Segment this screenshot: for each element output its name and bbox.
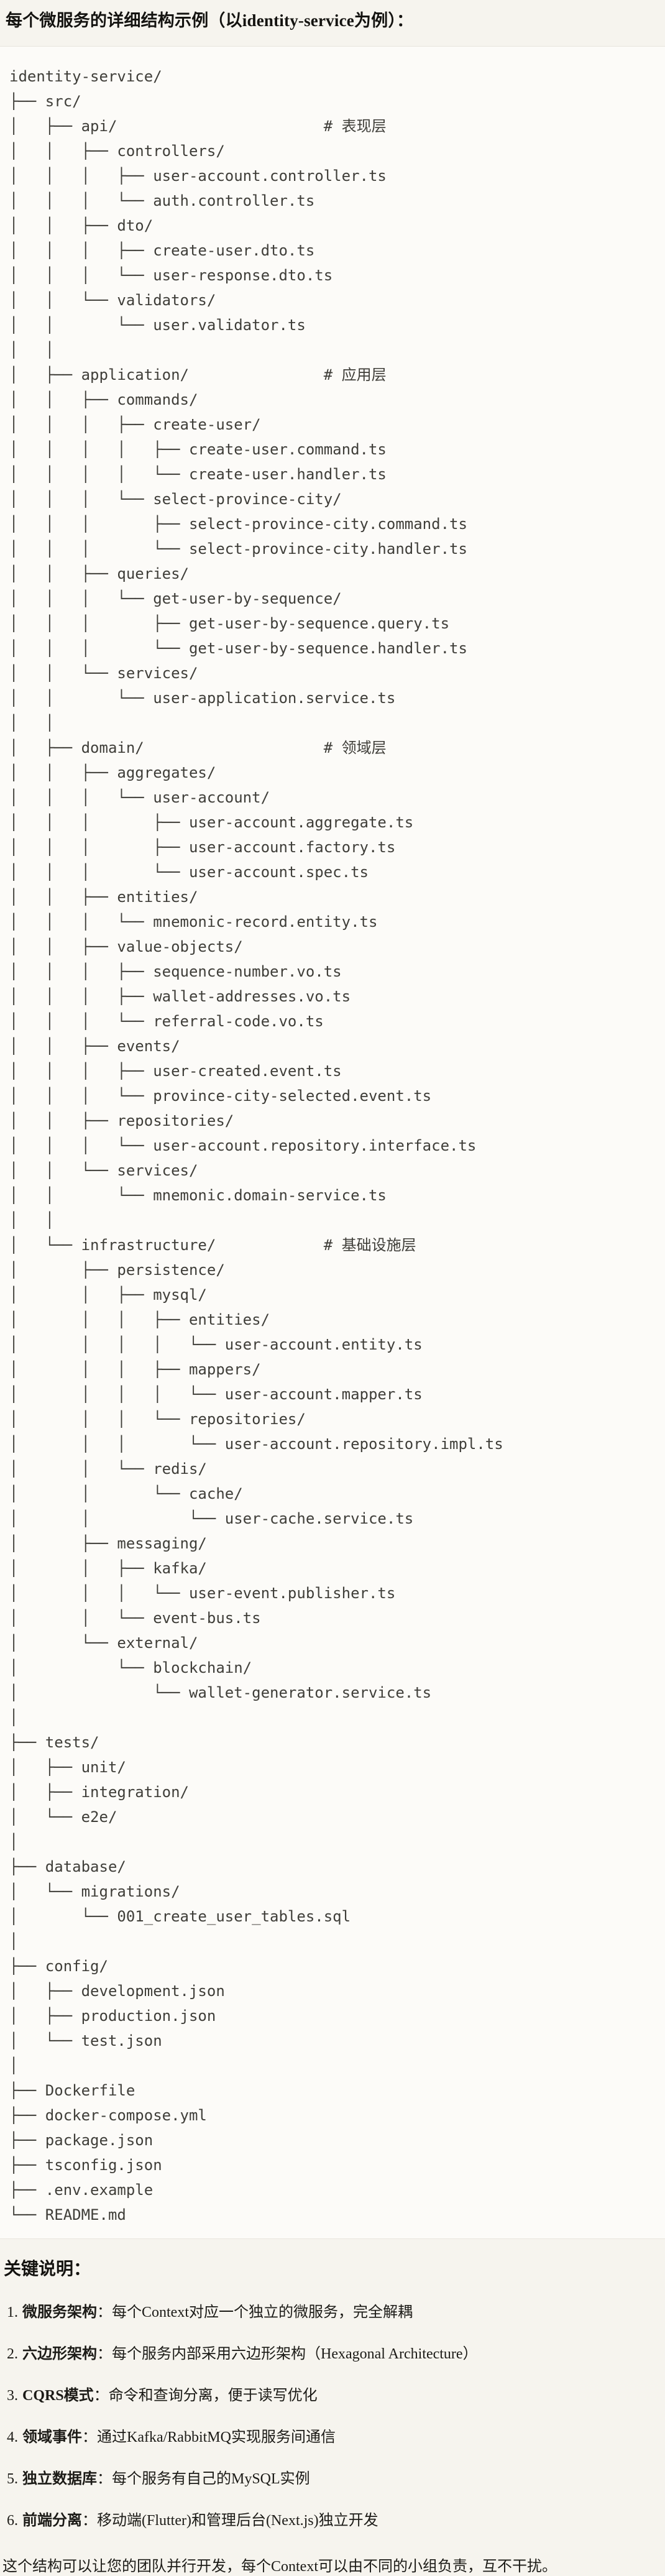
note-label: 前端分离 — [22, 2513, 82, 2529]
note-item: 3.CQRS模式：命令和查询分离，便于读写优化 — [7, 2386, 659, 2405]
note-item: 5.独立数据库：每个服务有自己的MySQL实例 — [7, 2470, 659, 2488]
note-text: 每个Context对应一个独立的微服务，完全解耦 — [112, 2304, 413, 2321]
page-title: 每个微服务的详细结构示例（以identity-service为例）： — [6, 11, 414, 30]
note-label: 微服务架构 — [22, 2304, 97, 2321]
note-separator: ： — [82, 2429, 97, 2446]
note-number: 2. — [7, 2346, 18, 2363]
note-separator: ： — [82, 2513, 97, 2529]
note-separator: ： — [97, 2471, 112, 2488]
note-number: 3. — [7, 2388, 18, 2404]
note-text: 通过Kafka/RabbitMQ实现服务间通信 — [97, 2429, 336, 2446]
note-number: 1. — [7, 2304, 18, 2321]
note-number: 4. — [7, 2429, 18, 2446]
note-label: 领域事件 — [22, 2429, 82, 2446]
note-number: 6. — [7, 2513, 18, 2529]
closing-paragraph: 这个结构可以让您的团队并行开发，每个Context可以由不同的小组负责，互不干扰… — [2, 2559, 557, 2575]
notes-heading: 关键说明： — [4, 2260, 91, 2279]
note-item: 2.六边形架构：每个服务内部采用六边形架构（Hexagonal Architec… — [7, 2345, 659, 2363]
directory-tree: identity-service/ ├── src/ │ ├── api/ # … — [9, 68, 503, 2224]
note-text: 命令和查询分离，便于读写优化 — [108, 2388, 318, 2404]
note-separator: ： — [97, 2346, 112, 2363]
note-item: 6.前端分离：移动端(Flutter)和管理后台(Next.js)独立开发 — [7, 2511, 659, 2530]
note-number: 5. — [7, 2471, 18, 2488]
note-item: 1.微服务架构：每个Context对应一个独立的微服务，完全解耦 — [7, 2303, 659, 2322]
note-text: 移动端(Flutter)和管理后台(Next.js)独立开发 — [97, 2513, 378, 2529]
note-text: 每个服务有自己的MySQL实例 — [112, 2471, 310, 2488]
note-label: 六边形架构 — [22, 2346, 97, 2363]
note-item: 4.领域事件：通过Kafka/RabbitMQ实现服务间通信 — [7, 2428, 659, 2447]
note-text: 每个服务内部采用六边形架构（Hexagonal Architecture） — [112, 2346, 478, 2363]
note-label: 独立数据库 — [22, 2471, 97, 2488]
note-separator: ： — [93, 2388, 109, 2404]
note-label: CQRS模式 — [22, 2388, 94, 2404]
code-block: identity-service/ ├── src/ │ ├── api/ # … — [0, 46, 665, 2240]
note-separator: ： — [97, 2304, 112, 2321]
